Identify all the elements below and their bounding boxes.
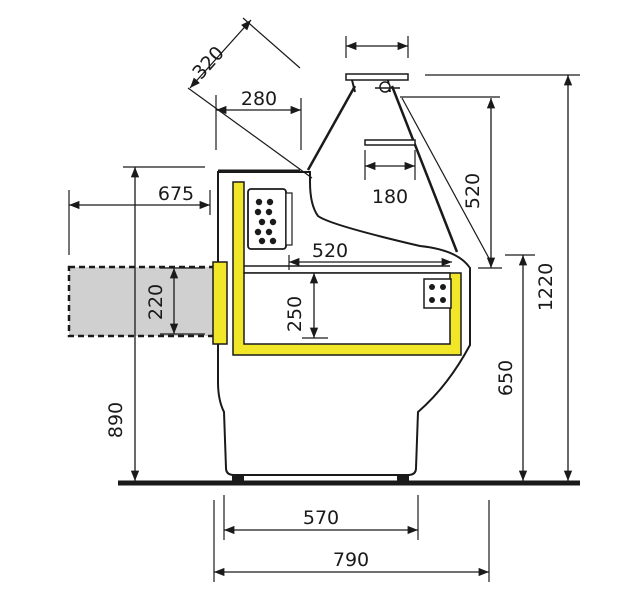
dim-320-ext-b (187, 87, 313, 179)
glass-shelf (364, 139, 416, 146)
dim-570-label: 570 (303, 507, 339, 529)
dim-650-label: 650 (495, 360, 517, 396)
evaporator-unit (247, 188, 287, 250)
dim-320-ext-a (242, 17, 301, 69)
front-foot (232, 475, 244, 482)
dim-675-label: 675 (158, 183, 194, 205)
rear-foot (397, 475, 409, 482)
dim-790-label: 790 (333, 549, 369, 571)
fan-vents (429, 284, 446, 303)
dim-890-label: 890 (105, 402, 127, 438)
canopy-light-icon (379, 81, 391, 93)
front-glass (306, 85, 357, 171)
dim-520h-label: 520 (312, 240, 348, 262)
canopy-top (345, 73, 409, 81)
dim-1220-label: 1220 (535, 263, 557, 311)
rear-glass (390, 85, 459, 253)
dim-520v-label: 520 (462, 173, 484, 209)
evaporator-vents (254, 198, 277, 245)
canopy-left-leg (351, 79, 356, 93)
fan-unit (423, 278, 452, 309)
tray-front-panel (212, 261, 228, 345)
rear-glass-inner (401, 97, 492, 263)
dim-280-label: 280 (241, 88, 277, 110)
evaporator-side (285, 192, 293, 246)
yellow-tray-inner (243, 272, 451, 345)
dim-320-label: 320 (188, 42, 229, 84)
dim-320-line (189, 19, 252, 89)
dim-220-label: 220 (145, 284, 167, 320)
dim-180-label: 180 (372, 186, 408, 208)
dim-250-label: 250 (284, 296, 306, 332)
